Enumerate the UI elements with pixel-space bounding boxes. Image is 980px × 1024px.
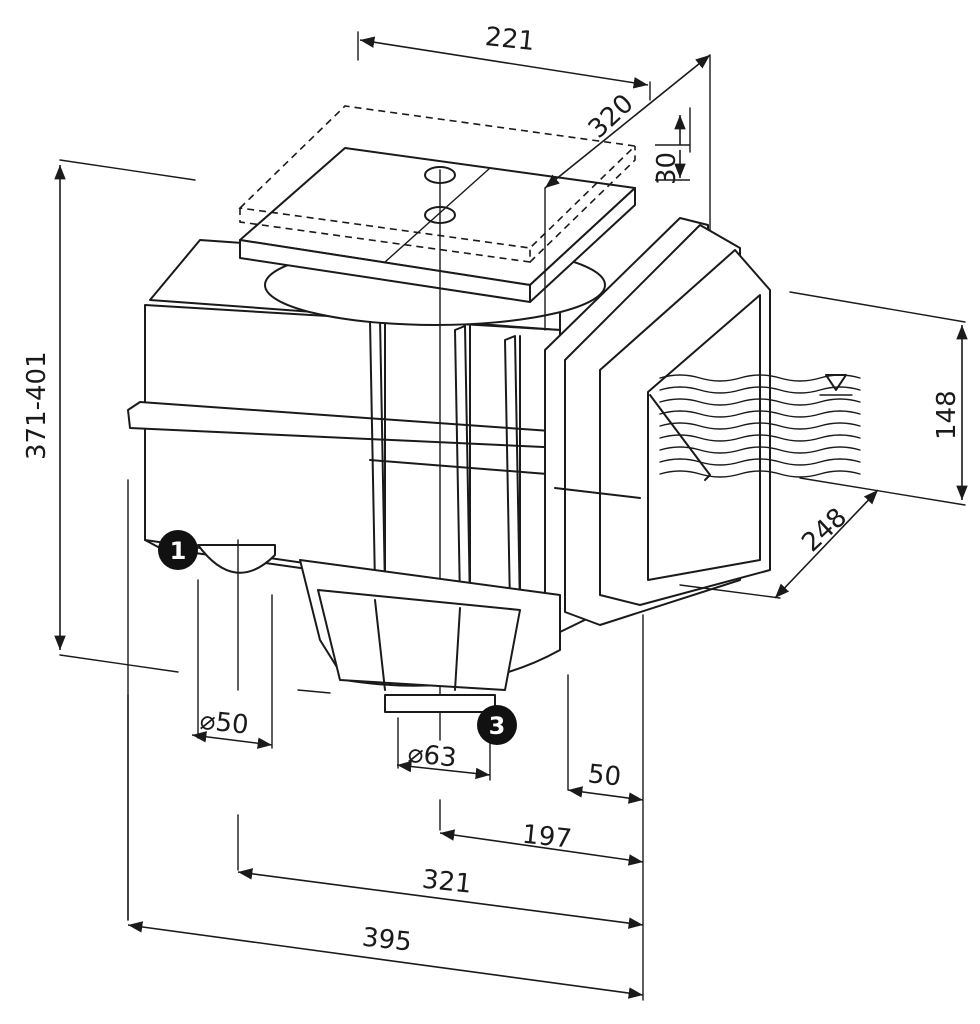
- bottom-basket: [299, 559, 561, 713]
- outlet-50: [197, 539, 276, 691]
- dim-length-197: 197: [521, 820, 574, 855]
- callout-badge-1: 1: [158, 530, 198, 570]
- dim-mouth-height: 148: [932, 390, 962, 440]
- dim-offset-front: 50: [586, 759, 622, 792]
- dim-depth-top: 320: [583, 89, 640, 145]
- dim-outlet-small: ⌀50: [198, 706, 250, 741]
- dim-length-395: 395: [361, 923, 414, 958]
- dim-lid-height: 30: [652, 152, 682, 185]
- dim-length-321: 321: [421, 865, 474, 900]
- dim-mouth-width: 248: [796, 502, 853, 558]
- dim-outlet-large: ⌀63: [406, 739, 458, 774]
- dim-height-range: 371-401: [22, 351, 52, 460]
- callout-label-3: 3: [489, 712, 506, 740]
- dimension-lines: [54, 36, 968, 999]
- callout-badge-3: 3: [477, 705, 517, 745]
- water-level-triangle-icon: [819, 374, 853, 396]
- flange-frame: [544, 217, 771, 633]
- lid-assembly: [238, 105, 637, 741]
- extension-lines: [59, 31, 966, 1001]
- callout-label-1: 1: [170, 537, 187, 565]
- water-flow-lines: [659, 374, 861, 478]
- dim-width-top: 221: [484, 22, 537, 57]
